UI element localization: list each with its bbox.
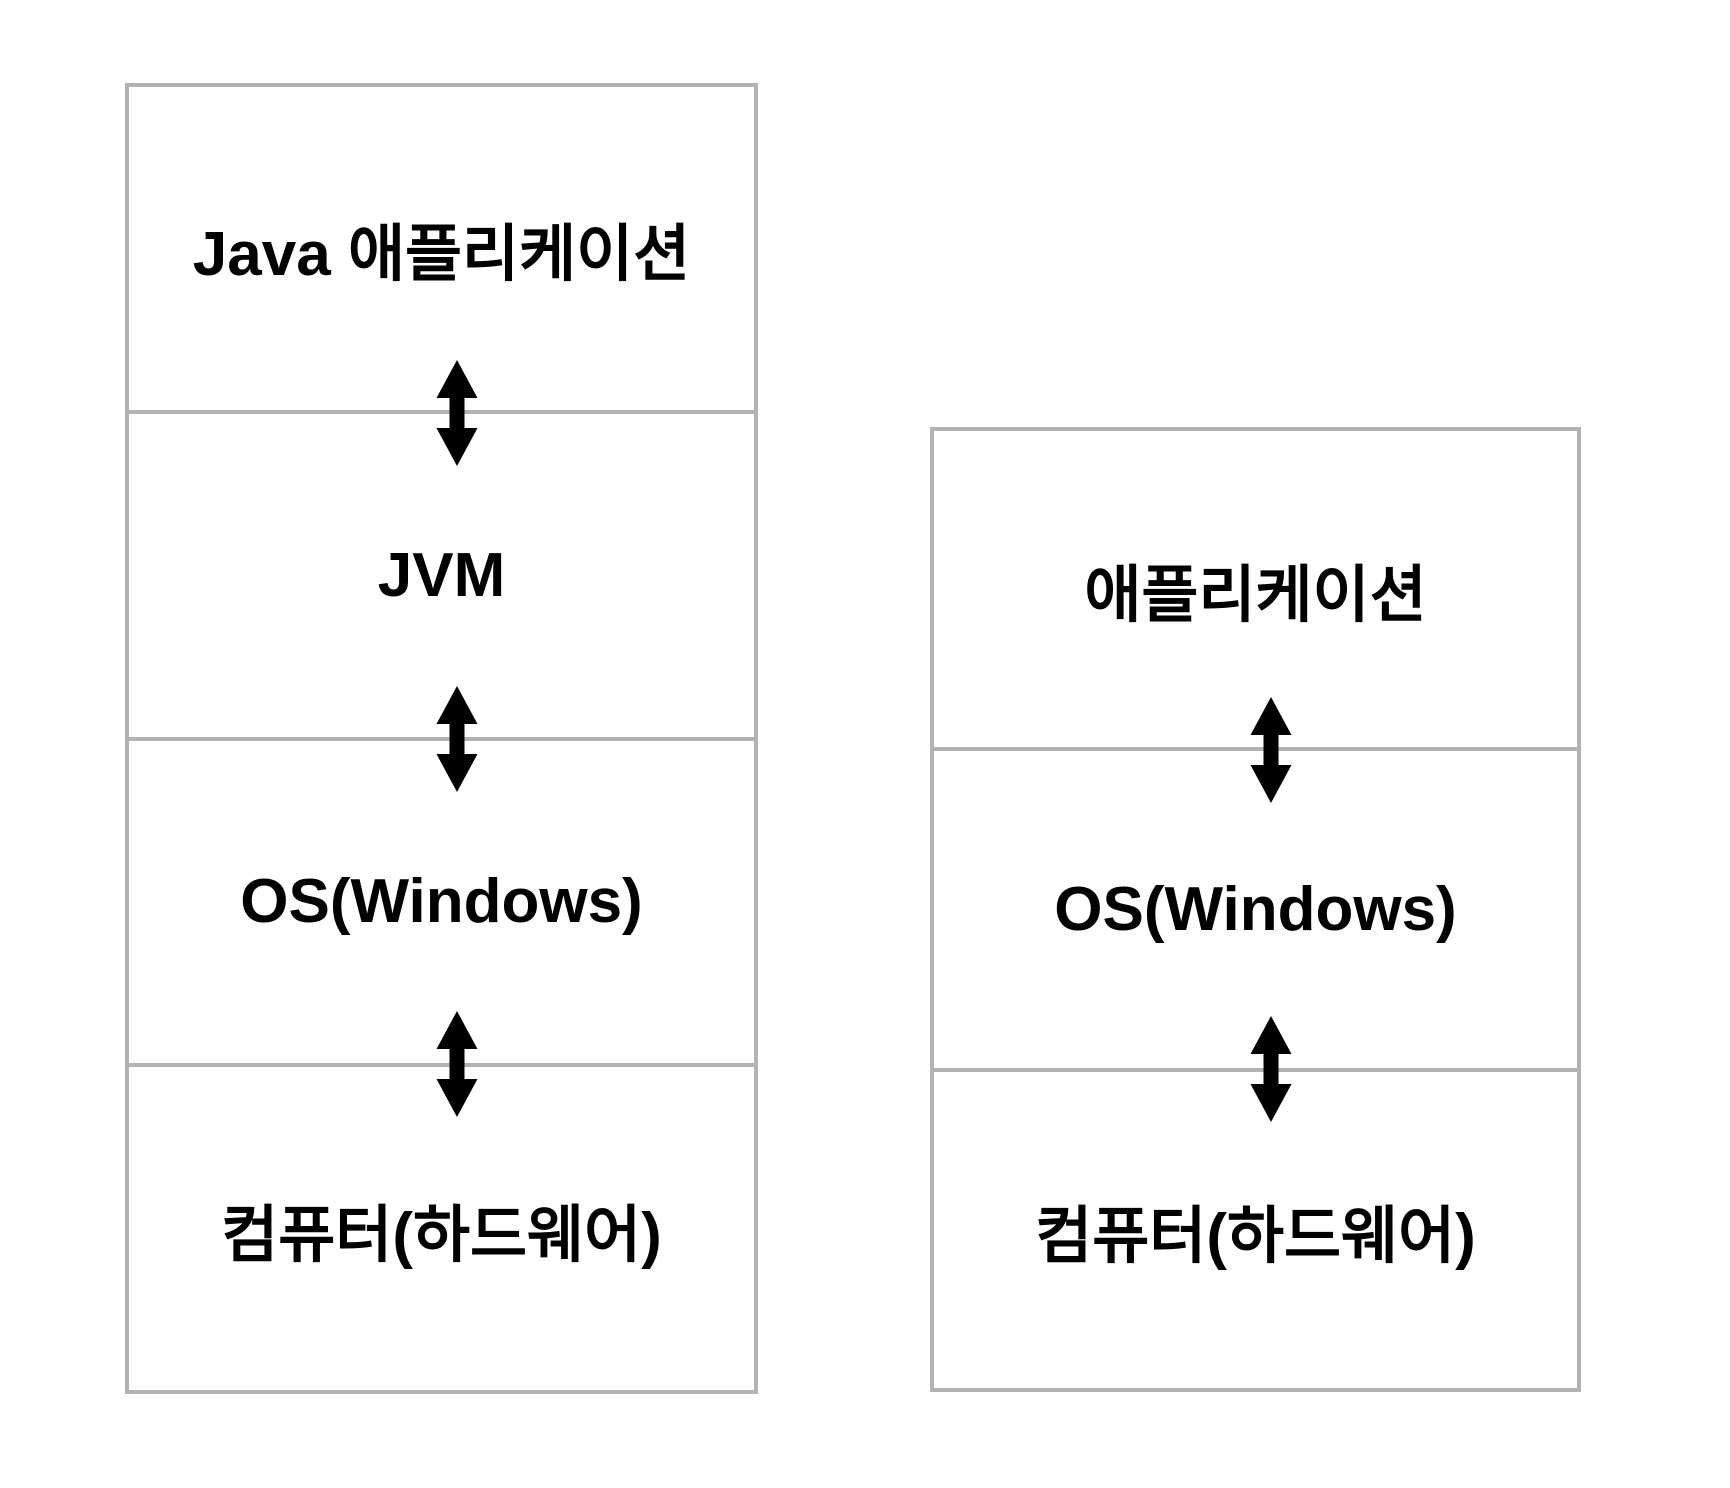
layer-os-windows: OS(Windows) bbox=[934, 747, 1577, 1067]
layer-computer-hardware: 컴퓨터(하드웨어) bbox=[129, 1063, 754, 1390]
native-application-stack: 애플리케이션 OS(Windows) 컴퓨터(하드웨어) bbox=[930, 427, 1581, 1392]
layer-application: 애플리케이션 bbox=[934, 431, 1577, 747]
layer-jvm: JVM bbox=[129, 409, 754, 737]
layer-label: 컴퓨터(하드웨어) bbox=[221, 1200, 662, 1270]
layer-java-application: Java 애플리케이션 bbox=[129, 87, 754, 410]
layer-label: OS(Windows) bbox=[1054, 874, 1457, 944]
java-application-stack: Java 애플리케이션 JVM OS(Windows) 컴퓨터(하드웨어) bbox=[125, 83, 758, 1394]
layer-label: Java 애플리케이션 bbox=[192, 220, 691, 290]
layer-label: JVM bbox=[377, 540, 506, 610]
layer-label: 컴퓨터(하드웨어) bbox=[1035, 1201, 1476, 1271]
layer-label: OS(Windows) bbox=[240, 867, 643, 937]
layer-os-windows: OS(Windows) bbox=[129, 736, 754, 1064]
layer-computer-hardware: 컴퓨터(하드웨어) bbox=[934, 1067, 1577, 1388]
layer-label: 애플리케이션 bbox=[1084, 561, 1427, 631]
